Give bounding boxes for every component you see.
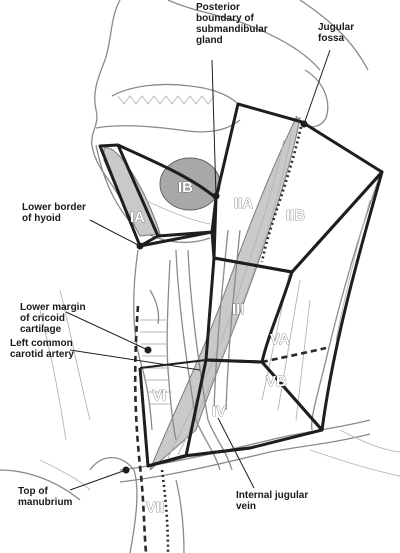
level-va-vb-divider xyxy=(261,346,327,364)
left-common-carotid-label: Left common carotid artery xyxy=(10,338,76,360)
level-ia-label: IA xyxy=(130,209,145,226)
level-va-label: VA xyxy=(270,331,290,348)
lower-margin-cricoid-label: Lower margin of cricoid cartilage xyxy=(20,302,88,335)
annotation-labels: Posterior boundary of submandibular glan… xyxy=(10,2,357,512)
level-vi-label: VI xyxy=(152,387,166,404)
level-iii-label: III xyxy=(232,301,245,318)
internal-jugular-vein-label: Internal jugular vein xyxy=(236,490,311,512)
level-iv-label: IV xyxy=(212,403,226,420)
level-vii-dotted xyxy=(160,469,170,553)
level-iia-iib-divider xyxy=(260,121,304,263)
level-vb-label: VB xyxy=(266,373,287,390)
manubrium-line xyxy=(147,446,251,468)
lower-border-hyoid-label: Lower border of hyoid xyxy=(22,202,89,224)
midline-dashed xyxy=(133,305,148,553)
leader-lines xyxy=(65,49,331,491)
hyoid-line xyxy=(139,230,216,259)
level-iib-label: IIB xyxy=(286,207,305,224)
level-boundaries xyxy=(98,102,384,553)
level-v-boundary xyxy=(260,170,384,432)
level-ib-label: IB xyxy=(178,179,193,196)
level-vii-label: VII xyxy=(146,499,164,516)
posterior-boundary-label: Posterior boundary of submandibular glan… xyxy=(196,2,270,46)
jugular-fossa-label: Jugular fossa xyxy=(318,22,357,44)
level-labels: IA IB IIA IIB III VA VB IV VI VII xyxy=(130,179,306,517)
level-iia-label: IIA xyxy=(234,195,253,212)
top-of-manubrium-label: Top of manubrium xyxy=(18,486,73,508)
level-vi-top xyxy=(139,359,207,369)
